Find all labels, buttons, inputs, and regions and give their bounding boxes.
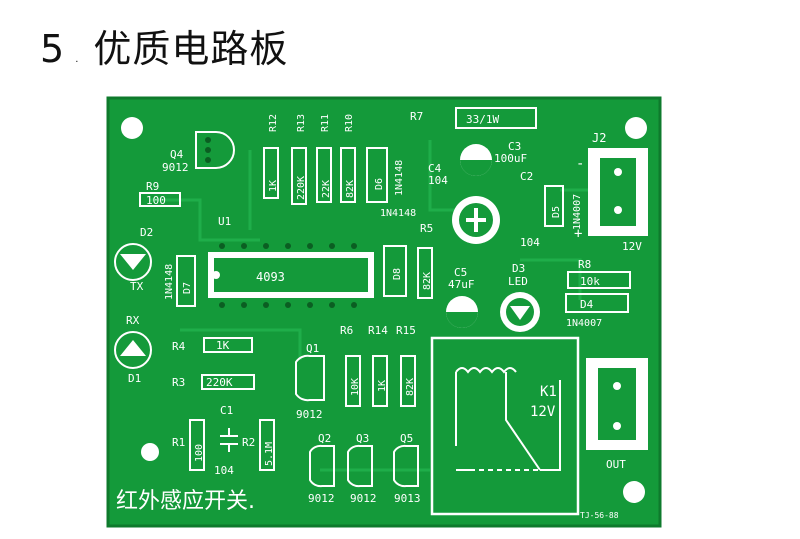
u1-label: U1 xyxy=(218,215,231,228)
c4-label: C4 xyxy=(428,162,442,175)
heading-dot: . xyxy=(75,54,80,65)
r11-label: R11 xyxy=(320,114,331,132)
board-title: 红外感应开关. xyxy=(116,489,255,514)
page-heading: 5. 优质电路板 xyxy=(40,18,288,73)
r12-label: R12 xyxy=(268,114,279,132)
r5-label: R5 xyxy=(420,222,433,235)
j2-label: J2 xyxy=(592,131,606,145)
q2-part: 9012 xyxy=(308,492,335,505)
d1-label: D1 xyxy=(128,372,141,385)
c2-value: 104 xyxy=(520,236,540,249)
r15-value: 82K xyxy=(405,378,416,396)
led-label: LED xyxy=(508,275,528,288)
c1-label: C1 xyxy=(220,404,233,417)
q5-label: Q5 xyxy=(400,432,413,445)
d4-label: D4 xyxy=(580,298,594,311)
r14-label: R14 xyxy=(368,324,388,337)
j2-plus: + xyxy=(574,226,582,242)
r7-label: R7 xyxy=(410,110,423,123)
r6-label: R6 xyxy=(340,324,353,337)
r9-value: 100 xyxy=(146,194,166,207)
out-label: OUT xyxy=(606,458,626,471)
r14-value: 1K xyxy=(377,380,388,392)
r10-value: 82K xyxy=(345,180,356,198)
d6-part-2: 1N4148 xyxy=(380,208,416,219)
rx-label: RX xyxy=(126,314,140,327)
d6-part: 1N4148 xyxy=(394,160,405,196)
d7-label: D7 xyxy=(182,282,193,294)
r1-label: R1 xyxy=(172,436,185,449)
relay-outline xyxy=(430,336,580,516)
c3-label: C3 xyxy=(508,140,521,153)
c5-value: 47uF xyxy=(448,278,475,291)
mounting-holes xyxy=(121,117,647,503)
r15-label: R15 xyxy=(396,324,416,337)
r7-value: 33/1W xyxy=(466,113,499,126)
q1-label: Q1 xyxy=(306,342,319,355)
r4-value: 1K xyxy=(216,339,230,352)
d7-part: 1N4148 xyxy=(164,264,175,300)
k1-voltage: 12V xyxy=(530,404,556,420)
q4-label: Q4 xyxy=(170,148,184,161)
k1-label: K1 xyxy=(540,384,557,400)
heading-number: 5 xyxy=(40,27,66,71)
r3-value: 220K xyxy=(206,376,233,389)
j2-voltage: 12V xyxy=(622,240,642,253)
d2-label: D2 xyxy=(140,226,153,239)
r1-value: 100 xyxy=(194,444,205,462)
q4-part: 9012 xyxy=(162,161,189,174)
c4-value: 104 xyxy=(428,174,448,187)
r9-label: R9 xyxy=(146,180,159,193)
r8-label: R8 xyxy=(578,258,591,271)
d5-part: 1N4007 xyxy=(572,194,583,230)
r10-label: R10 xyxy=(344,114,355,132)
q1-part: 9012 xyxy=(296,408,323,421)
r6-value: 10K xyxy=(350,378,361,396)
r11-value: 22K xyxy=(321,180,332,198)
heading-title: 优质电路板 xyxy=(93,27,289,71)
ic-label: 4093 xyxy=(256,270,285,284)
c3-value: 100uF xyxy=(494,152,527,165)
c5-label: C5 xyxy=(454,266,467,279)
r12-value: 1K xyxy=(268,180,279,192)
r13-value: 220K xyxy=(296,176,307,200)
d6-label: D6 xyxy=(374,178,385,190)
r5-value: 82K xyxy=(422,272,433,290)
q2-label: Q2 xyxy=(318,432,331,445)
r2-label: R2 xyxy=(242,436,255,449)
tx-label: TX xyxy=(130,280,144,293)
r2-value: 5.1M xyxy=(264,442,275,466)
r3-label: R3 xyxy=(172,376,185,389)
q5-part: 9013 xyxy=(394,492,421,505)
r13-label: R13 xyxy=(296,114,307,132)
d8-label: D8 xyxy=(392,268,403,280)
c2-label: C2 xyxy=(520,170,533,183)
d5-label: D5 xyxy=(551,206,562,218)
j2-minus: - xyxy=(576,156,584,172)
d3-label: D3 xyxy=(512,262,525,275)
q3-part: 9012 xyxy=(350,492,377,505)
r8-value: 10k xyxy=(580,275,600,288)
d4-part: 1N4007 xyxy=(566,318,602,329)
r4-label: R4 xyxy=(172,340,186,353)
board-code: TJ-56-88 xyxy=(580,511,619,520)
c1-value: 104 xyxy=(214,464,234,477)
q3-label: Q3 xyxy=(356,432,369,445)
